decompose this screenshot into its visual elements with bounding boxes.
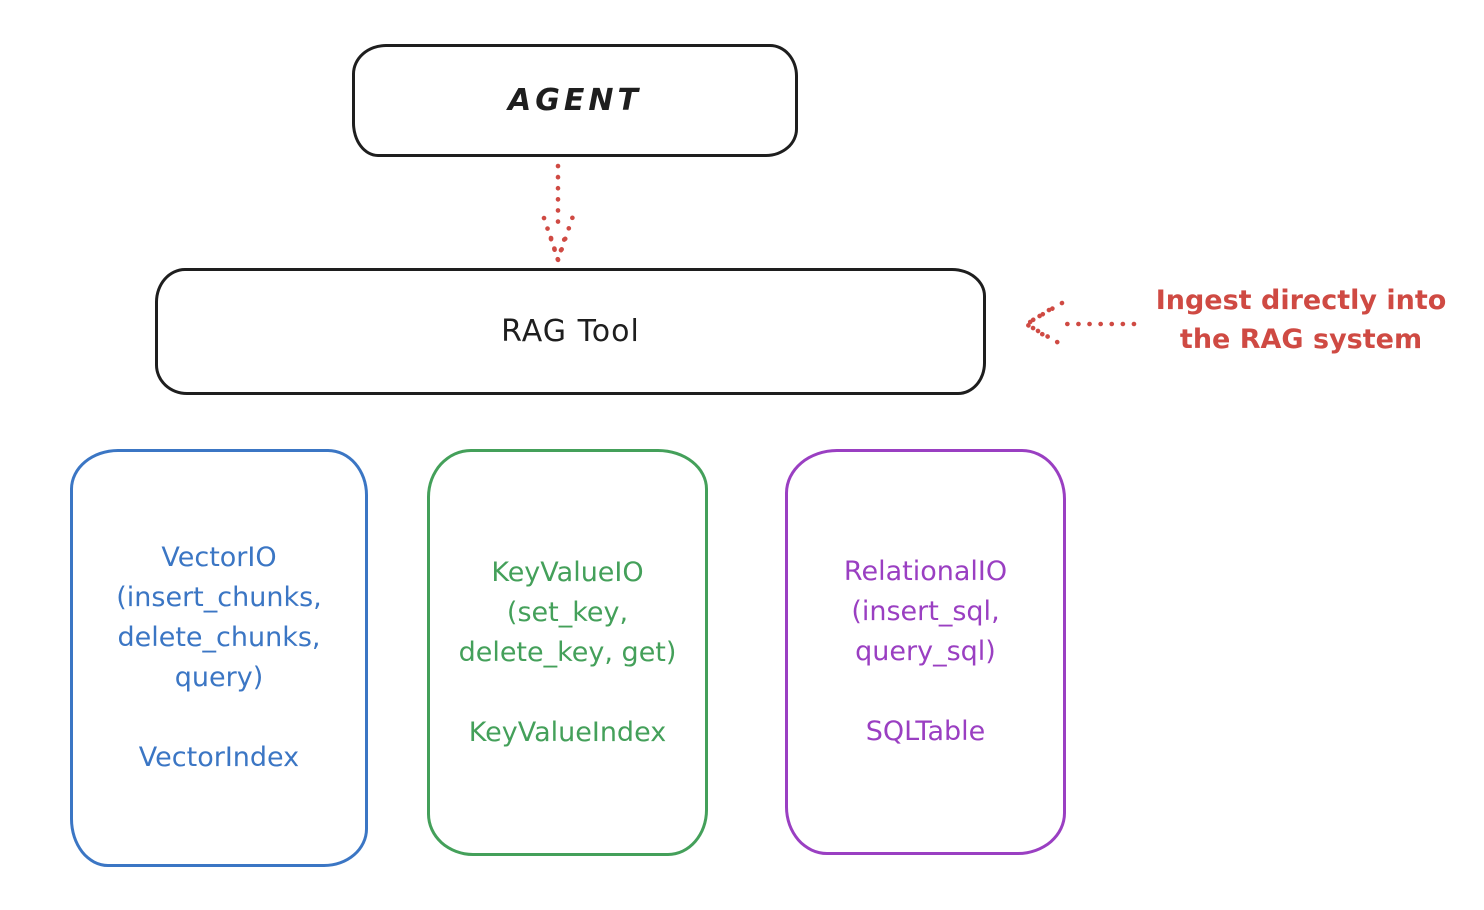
relational-io-box: RelationalIO (insert_sql, query_sql) SQL… bbox=[785, 449, 1066, 855]
vector-io-box-label: VectorIO (insert_chunks, delete_chunks, … bbox=[116, 542, 322, 773]
vector-io-box: VectorIO (insert_chunks, delete_chunks, … bbox=[70, 449, 368, 867]
ingest-annotation: Ingest directly into the RAG system bbox=[1155, 285, 1447, 355]
relational-io-box-label: RelationalIO (insert_sql, query_sql) SQL… bbox=[843, 556, 1008, 747]
keyvalue-io-box: KeyValueIO (set_key, delete_key, get) Ke… bbox=[427, 449, 708, 856]
keyvalue-io-box-label: KeyValueIO (set_key, delete_key, get) Ke… bbox=[458, 556, 677, 748]
agent-box-label: AGENT bbox=[508, 83, 642, 118]
dotted-down-arrow-icon bbox=[541, 163, 576, 268]
dotted-left-arrow-icon bbox=[1021, 300, 1137, 349]
rag-tool-box: RAG Tool bbox=[155, 268, 986, 395]
rag-tool-box-label: RAG Tool bbox=[501, 314, 640, 349]
agent-box: AGENT bbox=[352, 44, 798, 157]
